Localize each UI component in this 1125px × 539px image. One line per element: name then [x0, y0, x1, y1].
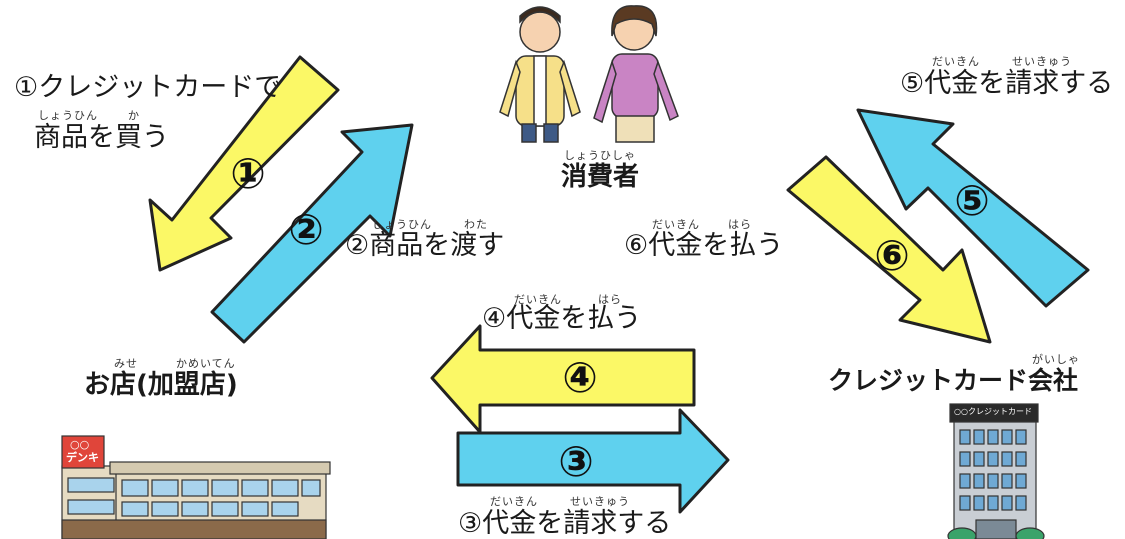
step-2-ruby-goods: しょうひん — [372, 218, 432, 231]
arrow-3-number: ③ — [558, 437, 594, 486]
step-3-ruby-price: だいきん — [490, 495, 538, 508]
store-sign-bottom: デンキ — [66, 451, 99, 464]
store-sign-top: ○○ — [70, 438, 90, 451]
step-4-ruby-pay: はら — [598, 293, 622, 306]
step-4-ruby-price: だいきん — [514, 293, 562, 306]
arrow-2-number: ② — [288, 205, 324, 254]
store-label: お店(加盟店) — [84, 370, 238, 400]
card-company-sign: ○○クレジットカード — [954, 407, 1032, 416]
arrow-5 — [856, 108, 1090, 308]
step-1-text-line1: ①クレジットカードで — [14, 72, 282, 103]
arrow-1-number: ① — [230, 149, 266, 198]
step-3-ruby-claim: せいきゅう — [570, 495, 630, 508]
step-2-text: ②商品を渡す — [345, 230, 505, 261]
step-5-ruby-price: だいきん — [932, 55, 980, 68]
arrow-4-number: ④ — [562, 353, 598, 402]
arrow-1 — [148, 55, 340, 272]
arrow-3 — [456, 408, 730, 514]
step-6-ruby-pay: はら — [728, 218, 752, 231]
consumer-ruby: しょうひしゃ — [564, 149, 636, 162]
step-1-text-line2: 商品を買う — [34, 122, 169, 153]
step-5-ruby-claim: せいきゅう — [1012, 55, 1072, 68]
arrow-2 — [210, 123, 414, 344]
step-2-ruby-hand: わた — [464, 218, 488, 231]
step-1-ruby-buy: か — [128, 109, 140, 122]
arrow-6-number: ⑥ — [874, 231, 910, 280]
card-company-building — [947, 403, 1045, 539]
card-company-label: クレジットカード会社 — [828, 366, 1079, 395]
consumer-label: 消費者 — [561, 162, 640, 192]
consumer-illustration — [499, 5, 679, 143]
arrow-4 — [430, 324, 696, 434]
step-6-text: ⑥代金を払う — [624, 230, 784, 261]
arrow-6 — [786, 155, 992, 344]
store-ruby-member: かめいてん — [176, 357, 236, 370]
step-1-ruby-goods: しょうひん — [38, 109, 98, 122]
step-6-ruby-price: だいきん — [652, 218, 700, 231]
step-3-text: ③代金を請求する — [458, 508, 672, 539]
step-4-text: ④代金を払う — [482, 303, 642, 334]
arrow-5-number: ⑤ — [954, 176, 990, 225]
store-ruby-store: みせ — [114, 357, 138, 370]
card-company-ruby: がいしゃ — [1032, 353, 1080, 366]
store-building — [61, 435, 331, 539]
step-5-text: ⑤代金を請求する — [900, 68, 1114, 99]
